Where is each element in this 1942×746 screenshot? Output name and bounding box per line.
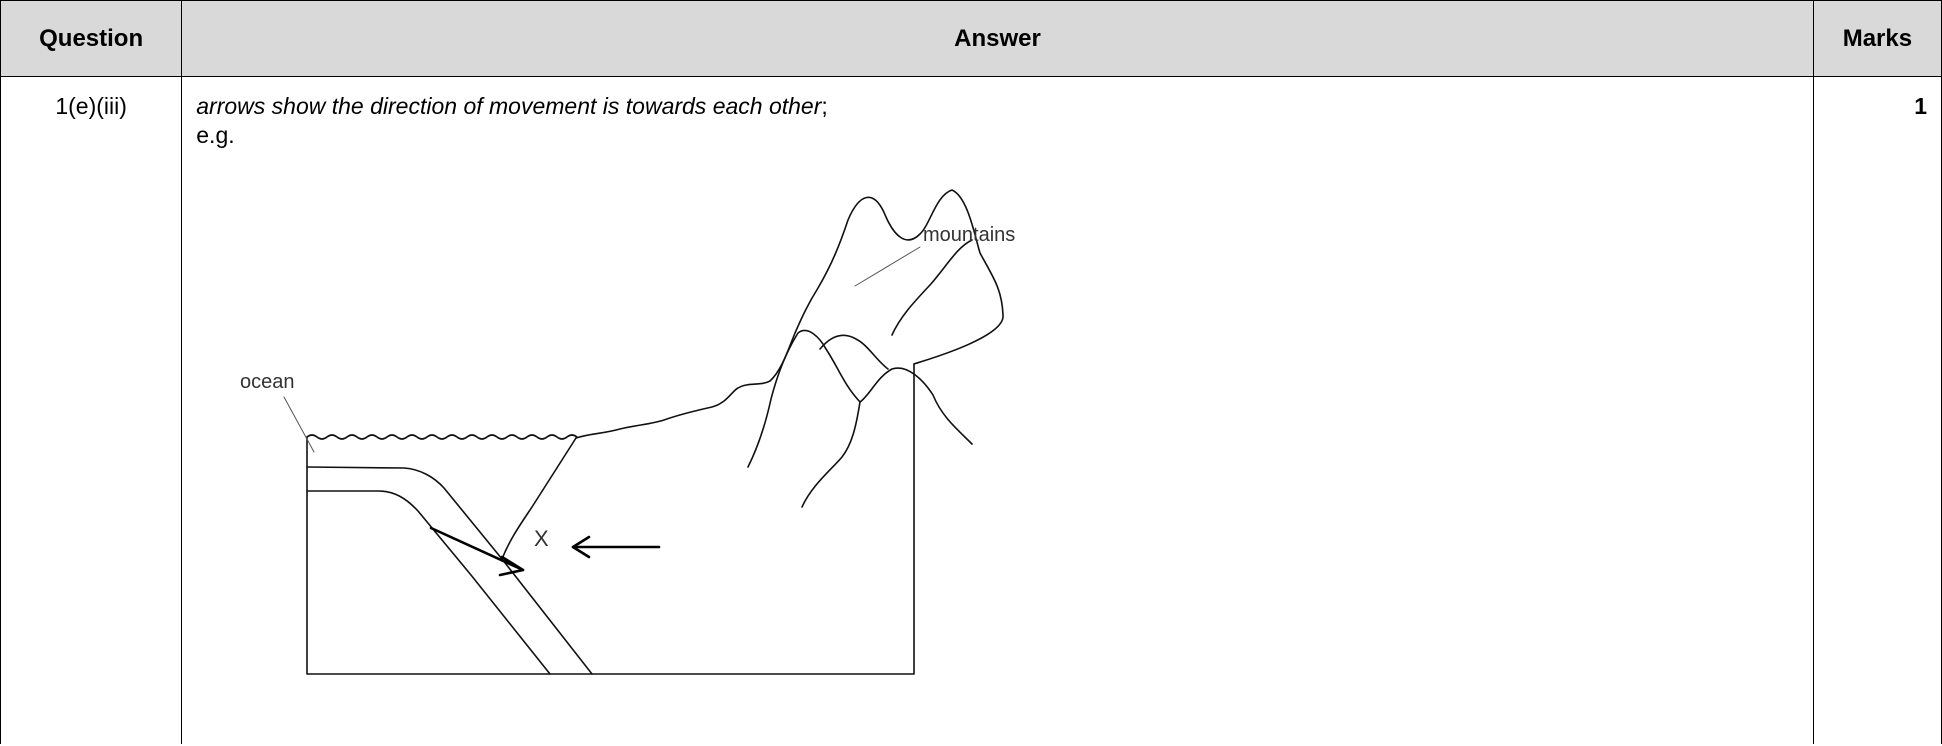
mountains-leader-line <box>854 246 921 287</box>
header-answer: Answer <box>181 0 1814 77</box>
header-marks: Marks <box>1812 0 1942 77</box>
answer-cell: arrows show the direction of movement is… <box>181 76 1814 744</box>
question-number: 1(e)(iii) <box>0 76 183 744</box>
header-row: Question Answer Marks <box>0 0 1942 77</box>
answer-text: arrows show the direction of movement is… <box>196 93 828 120</box>
x-marker: X <box>534 526 549 551</box>
answer-italic-text: arrows show the direction of movement is… <box>196 93 822 119</box>
ocean-label: ocean <box>240 371 295 393</box>
plate-boundary <box>501 437 578 560</box>
mountain-contour <box>819 334 890 370</box>
header-question: Question <box>0 0 183 77</box>
ocean-leader-line <box>283 396 315 453</box>
subducting-plate-arrow <box>429 526 525 577</box>
plate-top <box>306 466 594 675</box>
continental-plate-arrow <box>571 535 661 559</box>
diagram-frame <box>306 363 916 675</box>
mountain-contour <box>747 329 974 468</box>
answer-tail: ; <box>821 93 828 119</box>
mountain-contour <box>801 401 862 508</box>
mountains-label: mountains <box>923 224 1015 246</box>
plate-boundary-diagram: X ocean mountains <box>240 189 1016 675</box>
mountain-ridge <box>891 239 974 336</box>
table-row: 1(e)(iii) arrows show the direction of m… <box>0 76 1942 744</box>
marks-value: 1 <box>1812 76 1942 744</box>
example-label: e.g. <box>196 122 235 148</box>
plate-bottom <box>306 490 552 675</box>
ocean-surface <box>306 434 579 440</box>
land-surface <box>575 189 1005 439</box>
